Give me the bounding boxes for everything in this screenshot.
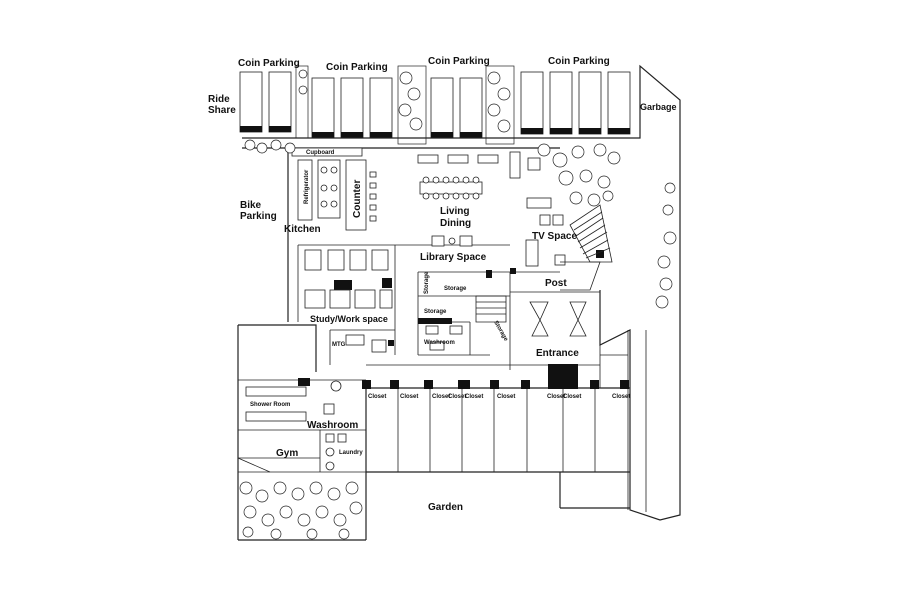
stairs [475, 204, 613, 323]
post-area [529, 261, 601, 337]
label-refrigerator: Refrigerator [304, 169, 310, 204]
label-closet-9: Closet [612, 394, 630, 400]
label-bike-parking-2: Parking [240, 211, 277, 222]
label-bike-parking-1: Bike [240, 200, 262, 211]
label-closet-8: Closet [563, 394, 581, 400]
label-garden: Garden [428, 502, 463, 513]
living-dining-area [417, 151, 566, 267]
label-mtg: MTG [332, 342, 346, 348]
washroom-fixtures [245, 325, 463, 471]
label-ride-share-1: Ride [208, 94, 230, 105]
label-garbage: Garbage [640, 102, 677, 112]
label-coin-parking-1: Coin Parking [238, 58, 300, 69]
label-washroom: Washroom [307, 420, 358, 431]
label-ride-share-2: Share [208, 105, 236, 116]
refrigerator [297, 159, 313, 221]
label-storage-3: Storage [424, 309, 447, 315]
label-coin-parking-4: Coin Parking [548, 56, 610, 67]
label-shower-room: Shower Room [250, 402, 290, 408]
label-gym: Gym [276, 448, 298, 459]
label-storage-4: Storage [492, 320, 509, 343]
counter [345, 159, 367, 231]
label-closet-4: Closet [448, 394, 466, 400]
label-laundry: Laundry [339, 450, 363, 456]
label-washroom-small: Washroom [424, 340, 455, 346]
room-labels: Coin Parking Coin Parking Coin Parking C… [208, 56, 677, 513]
label-storage-2: Storage [424, 271, 430, 294]
label-tv-space: TV Space [532, 231, 577, 242]
label-closet-5: Closet [465, 394, 483, 400]
label-living: Living [440, 206, 469, 217]
label-storage-1: Storage [444, 286, 467, 292]
label-post: Post [545, 278, 567, 289]
study-area [304, 249, 393, 353]
label-dining: Dining [440, 218, 471, 229]
label-entrance: Entrance [536, 348, 579, 359]
label-closet-6: Closet [497, 394, 515, 400]
kitchen-area [291, 147, 377, 231]
label-coin-parking-3: Coin Parking [428, 56, 490, 67]
label-closet-7: Closet [547, 394, 565, 400]
label-counter: Counter [352, 180, 363, 218]
parking-area [239, 65, 631, 145]
label-cupboard: Cupboard [306, 150, 335, 156]
label-library-space: Library Space [420, 252, 487, 263]
label-study-work-space: Study/Work space [310, 314, 388, 324]
building-walls [237, 64, 681, 541]
plants [239, 69, 677, 540]
label-closet-1: Closet [368, 394, 386, 400]
label-closet-2: Closet [400, 394, 418, 400]
label-coin-parking-2: Coin Parking [326, 62, 388, 73]
label-closet-3: Closet [432, 394, 450, 400]
label-kitchen: Kitchen [284, 224, 321, 235]
